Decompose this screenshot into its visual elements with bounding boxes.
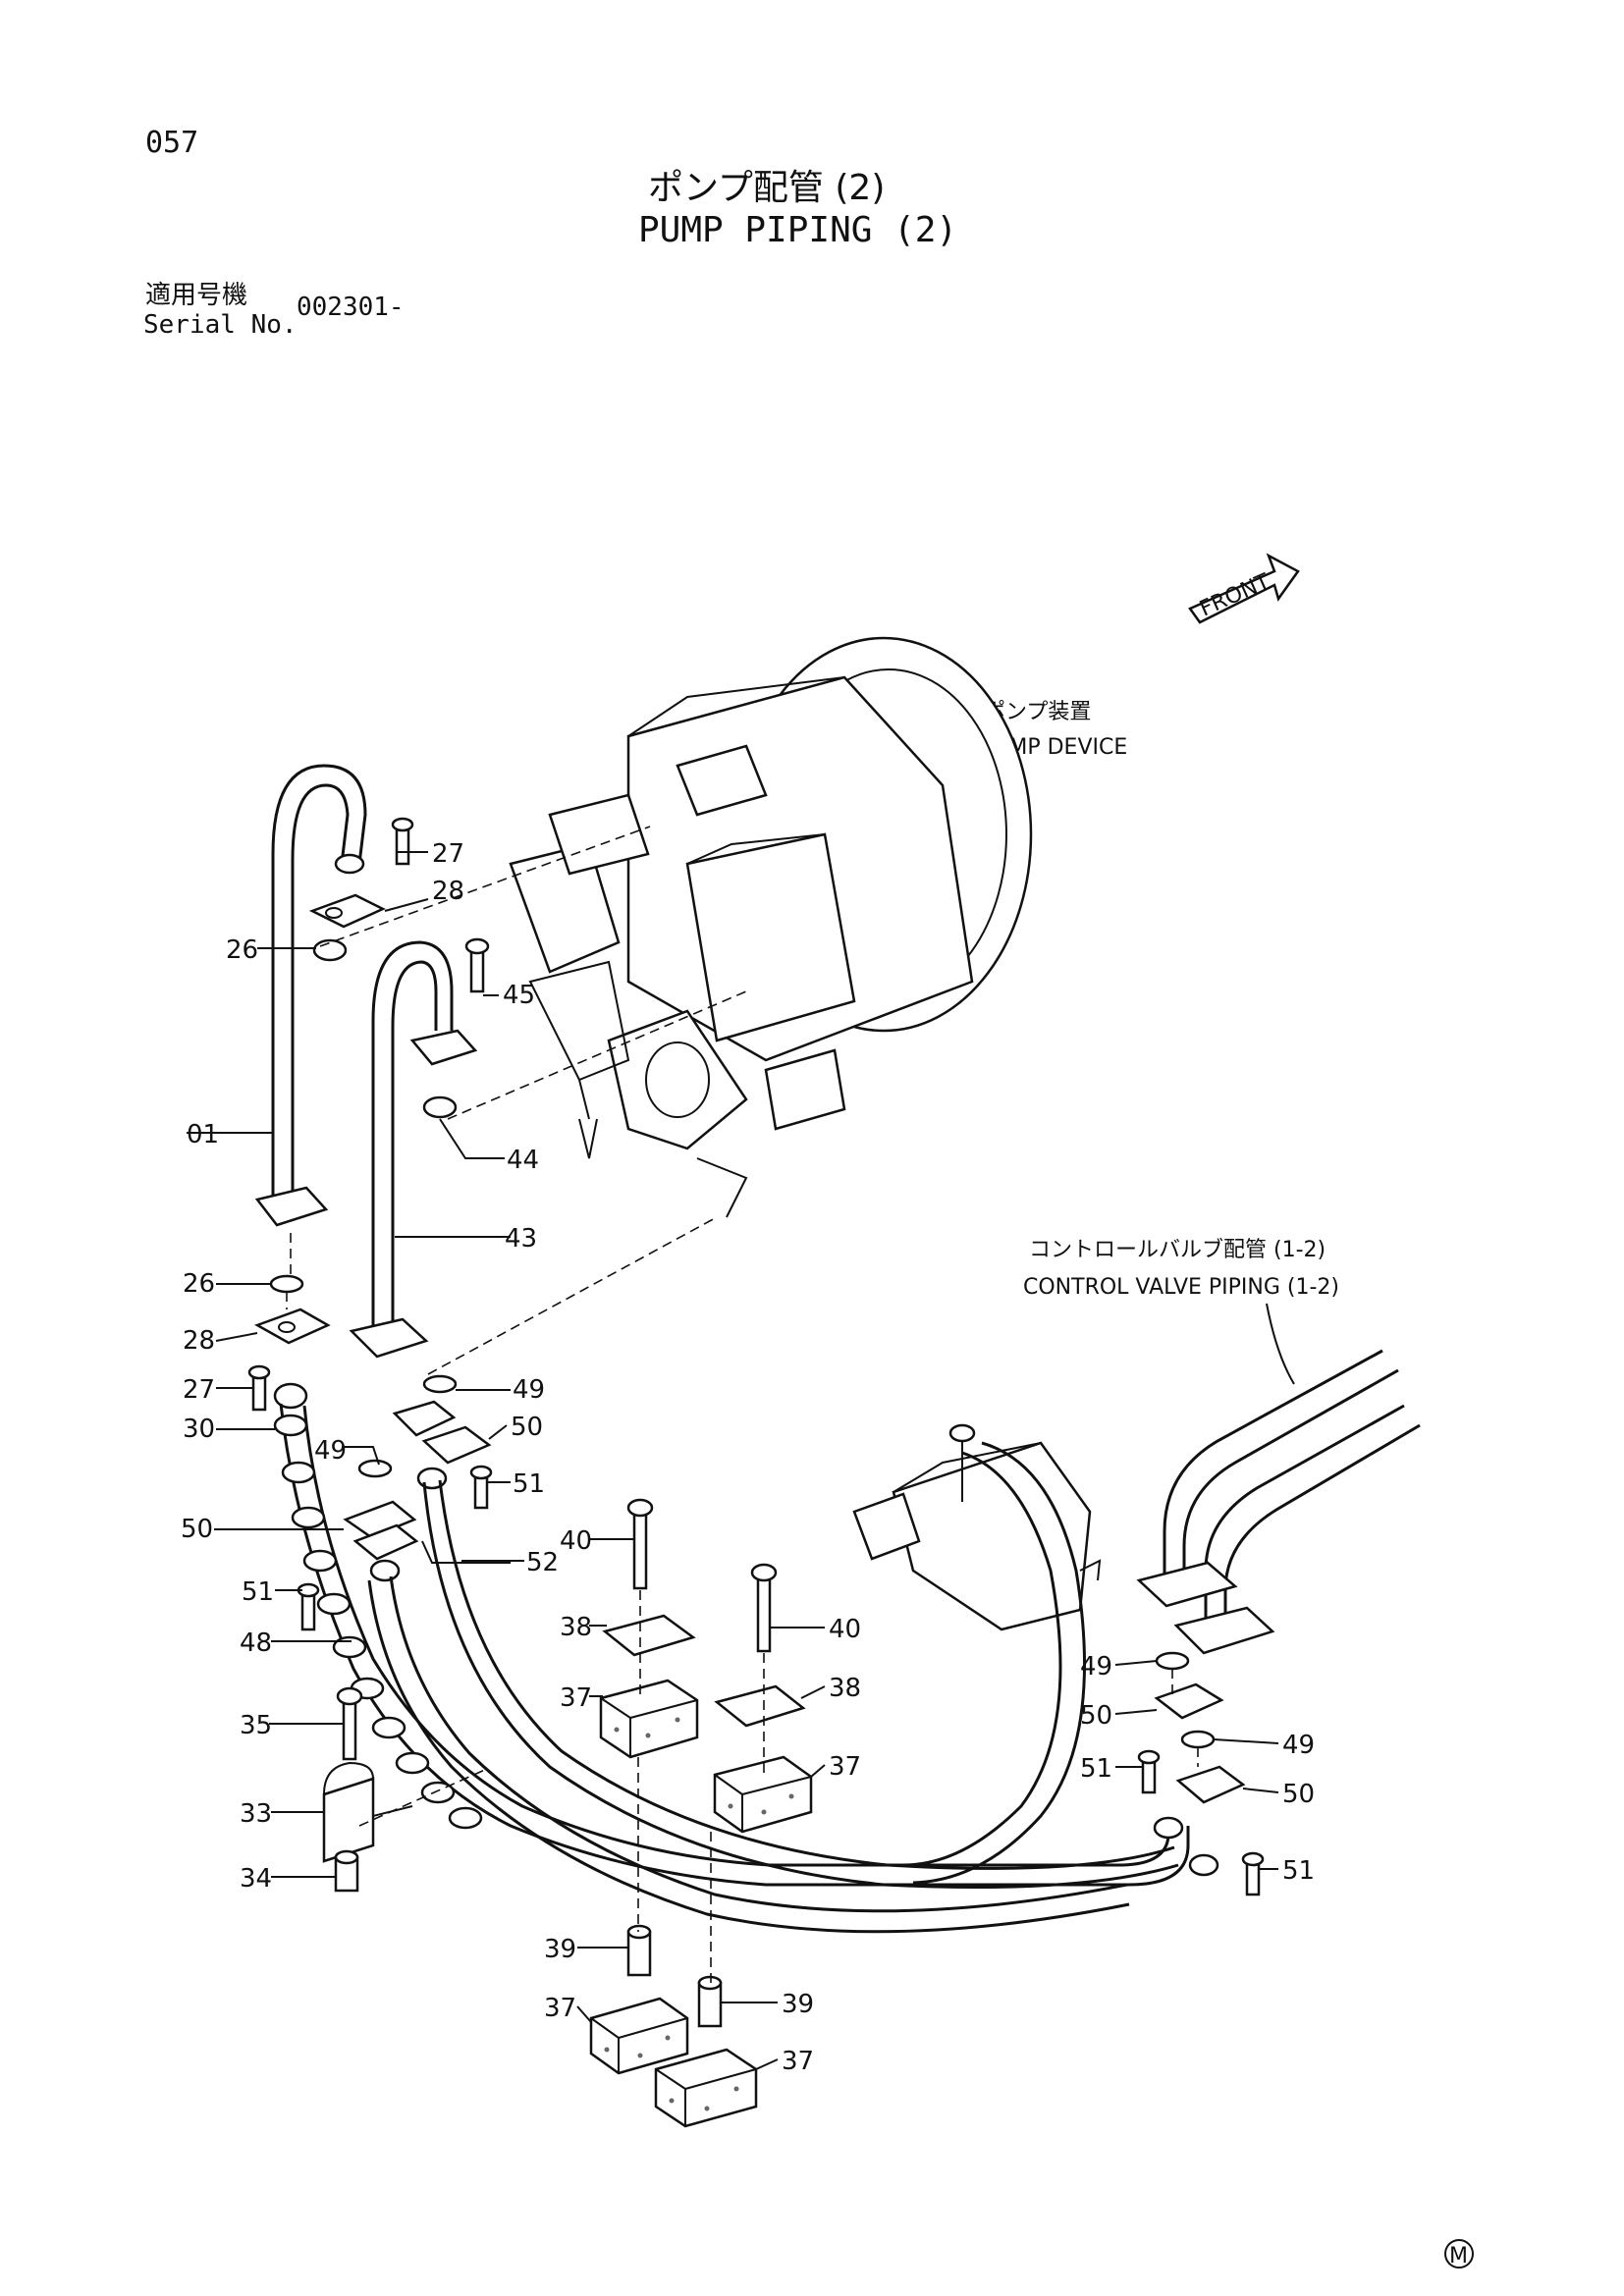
- part-label-26-lower: 26: [183, 1269, 215, 1299]
- part-label-50-left: 50: [181, 1515, 213, 1544]
- part-label-28-upper: 28: [432, 877, 464, 906]
- part-label-39-right: 39: [782, 1990, 814, 2019]
- circled-m-mark: M: [1444, 2239, 1474, 2269]
- plate-38-right: [714, 1684, 806, 1728]
- pump-device: [509, 636, 1033, 1218]
- part-label-37-lower-left: 37: [544, 1994, 576, 2023]
- serial-label-en: Serial No.: [143, 310, 298, 340]
- part-label-01: 01: [187, 1120, 219, 1149]
- part-label-30: 30: [183, 1415, 215, 1444]
- pipe-43: [349, 940, 478, 1359]
- control-valve-piping: [1136, 1349, 1421, 1655]
- assembly-lines: [286, 826, 1199, 1983]
- part-label-51-left: 51: [242, 1577, 274, 1607]
- mark-label: M: [1449, 2244, 1468, 2269]
- clamp-37-lower-left: [589, 1997, 689, 2075]
- flange-set-lower-left: [247, 1274, 331, 1412]
- front-arrow-icon: FRONT: [1188, 553, 1300, 624]
- collar-39-left: [626, 1924, 652, 1977]
- bolt-35: [336, 1686, 363, 1761]
- spring-guard: [273, 1414, 483, 1830]
- part-label-50-right-upper: 50: [1080, 1701, 1112, 1731]
- title-jp: ポンプ配管 (2): [648, 168, 886, 208]
- part-label-50-center: 50: [511, 1413, 543, 1442]
- part-label-34: 34: [240, 1864, 272, 1894]
- part-label-43: 43: [505, 1224, 537, 1254]
- part-label-27-lower: 27: [183, 1375, 215, 1405]
- part-label-40-left: 40: [560, 1526, 592, 1556]
- part-label-35: 35: [240, 1711, 272, 1740]
- part-label-51-right-lower: 51: [1282, 1856, 1315, 1886]
- part-label-37-lower-right: 37: [782, 2047, 814, 2076]
- serial-label-jp: 適用号機: [145, 281, 248, 310]
- part-label-40-right: 40: [829, 1615, 861, 1644]
- front-label: FRONT: [1196, 569, 1273, 622]
- bolt-40-left: [626, 1498, 654, 1590]
- part-label-51-center: 51: [513, 1469, 545, 1499]
- part-label-37-upper-left: 37: [560, 1683, 592, 1713]
- part-label-49-center: 49: [513, 1375, 545, 1405]
- part-label-50-right-lower: 50: [1282, 1780, 1315, 1809]
- clamp-37-upper-right: [713, 1755, 813, 1834]
- bolt-40-right: [750, 1563, 778, 1653]
- bolt-45: [464, 937, 490, 993]
- clamp-37-upper-left: [599, 1679, 699, 1759]
- plate-38-left: [602, 1614, 696, 1657]
- title-en: PUMP PIPING (2): [638, 210, 958, 250]
- bracket-33: [322, 1761, 413, 1863]
- cvp-label-jp: コントロールバルブ配管 (1-2): [1029, 1238, 1326, 1262]
- part-label-27-upper: 27: [432, 839, 464, 869]
- part-label-28-lower: 28: [183, 1326, 215, 1356]
- part-label-44: 44: [507, 1146, 539, 1175]
- clamp-37-lower-right: [654, 2048, 758, 2128]
- collar-39-right: [697, 1975, 723, 2028]
- o-ring-44: [422, 1095, 458, 1119]
- part-label-49-right-lower: 49: [1282, 1731, 1315, 1760]
- right-fittings: [1137, 1651, 1265, 1896]
- bolt-27-upper: [391, 817, 414, 866]
- part-label-52: 52: [526, 1548, 559, 1577]
- part-label-51-right-upper: 51: [1080, 1754, 1112, 1784]
- leader-lines: [187, 851, 1279, 2070]
- pipe-01: [254, 764, 367, 1227]
- part-label-26-upper: 26: [226, 935, 258, 965]
- part-label-33: 33: [240, 1799, 272, 1829]
- part-label-49-right-upper: 49: [1080, 1652, 1112, 1682]
- part-label-49-left: 49: [314, 1436, 347, 1466]
- flange-set-lower-middle: [297, 1374, 493, 1631]
- part-label-38-right: 38: [829, 1674, 861, 1703]
- part-label-37-upper-right: 37: [829, 1752, 861, 1782]
- part-label-48: 48: [240, 1629, 272, 1658]
- collar-34: [334, 1849, 359, 1893]
- part-label-38-left: 38: [560, 1613, 592, 1642]
- part-label-39-left: 39: [544, 1935, 576, 1964]
- cvp-label-en: CONTROL VALVE PIPING (1-2): [1023, 1275, 1339, 1300]
- page-number: 057: [145, 126, 199, 160]
- serial-value: 002301-: [297, 293, 405, 322]
- part-label-45: 45: [503, 981, 535, 1010]
